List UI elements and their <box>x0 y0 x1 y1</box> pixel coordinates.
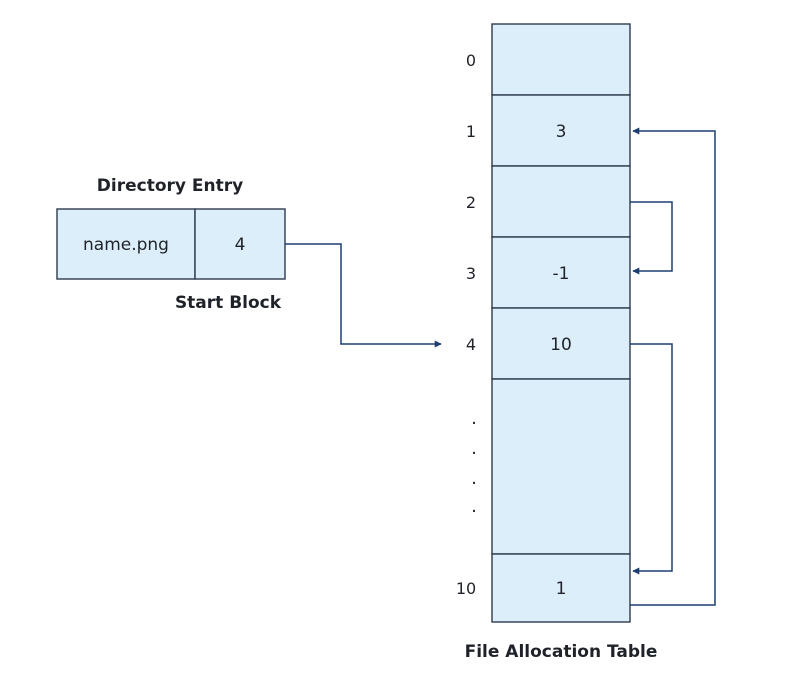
fat-index-1: 1 <box>466 122 476 141</box>
fat-title: File Allocation Table <box>465 642 658 662</box>
arrow-10-to-1 <box>630 127 716 606</box>
directory-file-name: name.png <box>83 235 169 255</box>
fat-value-3: -1 <box>553 264 570 284</box>
directory-name-cell <box>56 208 196 280</box>
fat-value-10: 1 <box>556 579 567 599</box>
fat-cell-1 <box>491 94 631 167</box>
arrow-start-to-4 <box>285 243 442 348</box>
arrow-4-to-10 <box>630 343 673 575</box>
fat-index-3: 3 <box>466 264 476 283</box>
ellipsis-dot-4: . <box>471 496 477 517</box>
fat-index-2: 2 <box>466 193 476 212</box>
directory-start-cell <box>194 208 286 280</box>
fat-cell-gap <box>491 378 631 555</box>
fat-value-1: 3 <box>556 122 567 142</box>
fat-cell-0 <box>491 23 631 96</box>
ellipsis-dot-3: . <box>471 468 477 489</box>
directory-start-block-value: 4 <box>235 235 246 255</box>
fat-cell-3 <box>491 236 631 309</box>
fat-value-4: 10 <box>550 335 572 355</box>
ellipsis-dot-1: . <box>471 408 477 429</box>
fat-cell-2 <box>491 165 631 238</box>
arrow-2-to-3 <box>630 201 673 275</box>
fat-cell-10 <box>491 553 631 623</box>
ellipsis-dot-2: . <box>471 438 477 459</box>
directory-entry-title: Directory Entry <box>97 176 243 196</box>
fat-index-4: 4 <box>466 335 476 354</box>
fat-index-0: 0 <box>466 51 476 70</box>
start-block-caption: Start Block <box>175 293 282 313</box>
fat-index-10: 10 <box>456 579 476 598</box>
